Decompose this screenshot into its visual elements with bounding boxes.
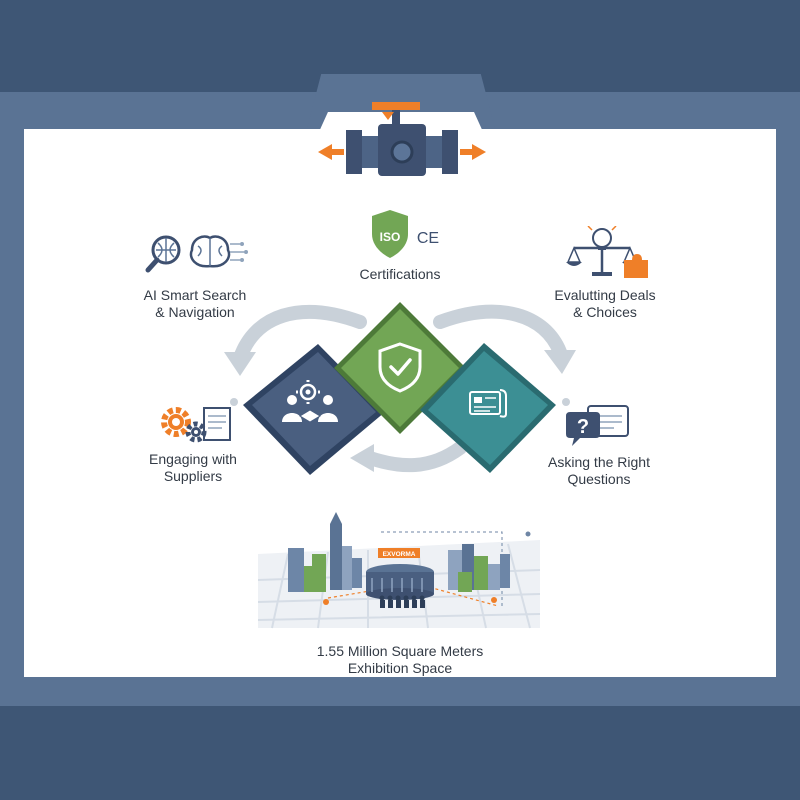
ai-search-label: AI Smart Search & Navigation (143, 287, 247, 320)
exhibition-city-map: EXVORMA (258, 512, 540, 629)
svg-text:EXVORMA: EXVORMA (383, 551, 416, 558)
questions-diamond (420, 343, 556, 473)
ai-search-icon (145, 235, 248, 273)
left-buildings (288, 512, 362, 592)
certifications-label: Certifications (359, 266, 441, 282)
svg-text:ISO: ISO (380, 230, 401, 244)
exhibition-sign (378, 548, 420, 558)
arrow-bottom-head (350, 444, 374, 472)
arrow-right-head (544, 350, 576, 374)
visitors-crowd (379, 595, 425, 608)
gears-document-icon (161, 407, 231, 443)
valve-icon (318, 102, 486, 176)
arrow-left-head (224, 352, 256, 376)
svg-text:?: ? (577, 416, 589, 438)
right-buildings (448, 544, 510, 592)
scales-lightbulb-puzzle-icon (566, 226, 648, 278)
document-scroll-icon (469, 389, 507, 418)
handshake-gears-icon (282, 380, 338, 423)
dot-left (230, 398, 238, 406)
engaging-label: Engaging with Suppliers (149, 451, 237, 484)
navy-gear-icon (185, 421, 207, 443)
check-shield-icon (378, 342, 422, 393)
arrow-left-top (233, 304, 367, 365)
arrow-bottom (363, 441, 467, 473)
exhibition-label: 1.55 Million Square Meters Exhibition Sp… (316, 643, 484, 676)
bottom-band (0, 706, 800, 800)
ce-mark: CE (417, 230, 439, 247)
asking-label: Asking the Right Questions (548, 454, 650, 487)
evaluating-label: Evalutting Deals & Choices (554, 287, 656, 320)
question-bubble-icon: ? (566, 405, 629, 446)
arrow-right-top (433, 304, 567, 359)
dot-right (562, 398, 570, 406)
orange-gear-icon (161, 407, 191, 437)
frame-tab-inner (318, 112, 484, 134)
exhibition-hall: EXVORMA (366, 548, 434, 600)
iso-shield-icon: ISO CE (372, 210, 439, 258)
